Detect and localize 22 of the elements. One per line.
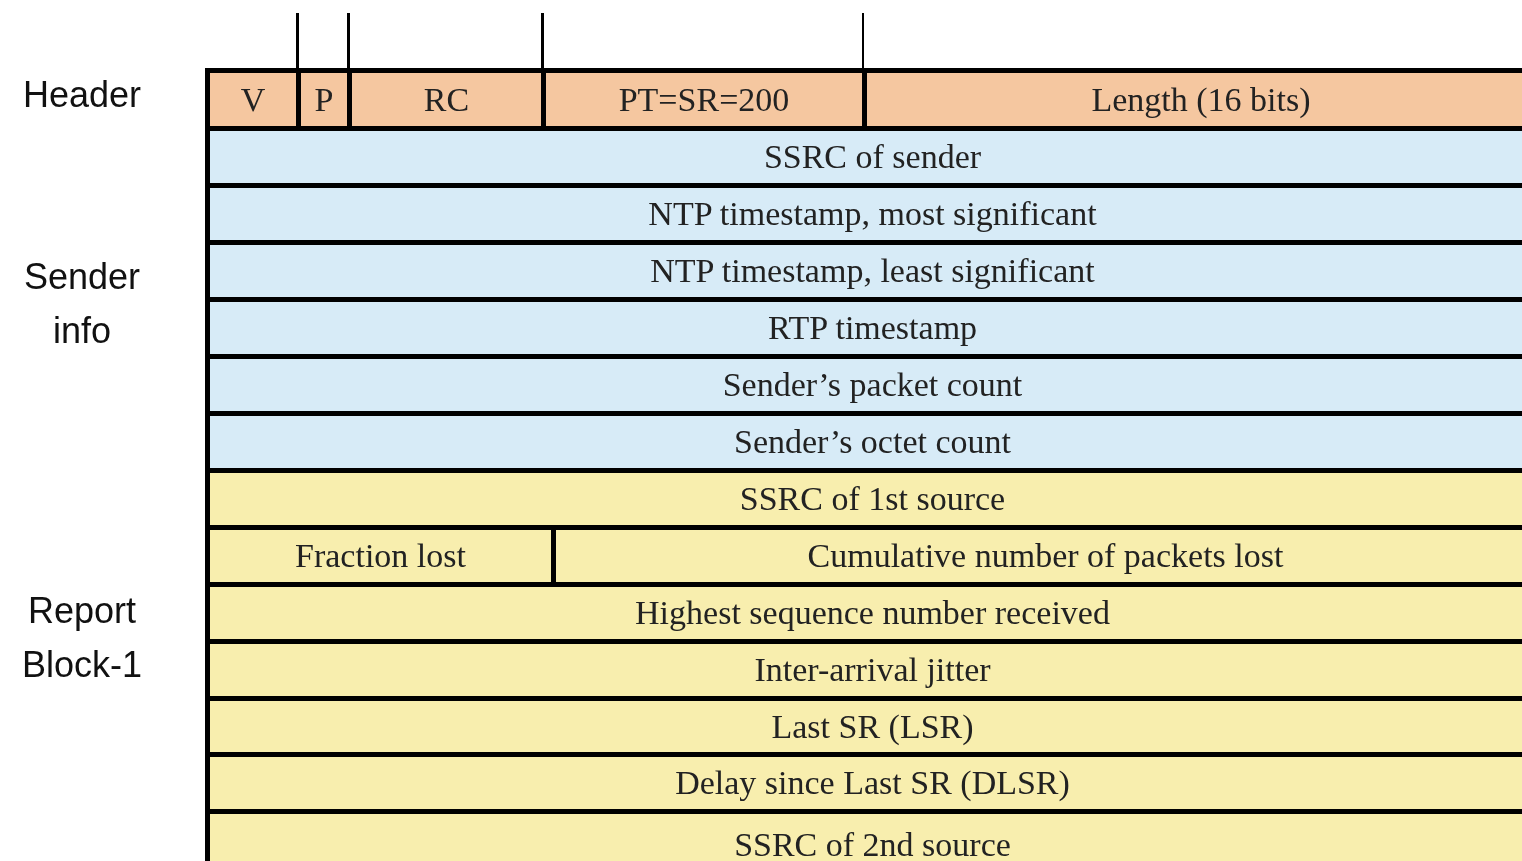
packet-field: NTP timestamp, least significant	[210, 245, 1522, 297]
header-field: RC	[352, 73, 541, 126]
packet-field: Sender’s octet count	[210, 416, 1522, 468]
header-field: P	[301, 73, 347, 126]
header-field: PT=SR=200	[546, 73, 862, 126]
header-field: V	[210, 73, 296, 126]
packet-field: Cumulative number of packets lost	[556, 530, 1522, 582]
header-field: Length (16 bits)	[867, 73, 1522, 126]
packet-field: RTP timestamp	[210, 302, 1522, 354]
section-label: Sender info	[22, 255, 142, 353]
packet-field: Fraction lost	[210, 530, 551, 582]
section-label: Header	[21, 73, 143, 117]
packet-field: Inter-arrival jitter	[210, 644, 1522, 696]
packet-field: SSRC of 1st source	[210, 473, 1522, 525]
packet-field: Delay since Last SR (DLSR)	[210, 757, 1522, 809]
packet-field: Sender’s packet count	[210, 359, 1522, 411]
packet-field: Last SR (LSR)	[210, 701, 1522, 752]
packet-field: NTP timestamp, most significant	[210, 188, 1522, 240]
section-label: Report Block-1	[20, 589, 143, 687]
packet-field: Highest sequence number received	[210, 587, 1522, 639]
packet-field: SSRC of sender	[210, 131, 1522, 183]
packet-field: SSRC of 2nd source	[210, 814, 1522, 861]
